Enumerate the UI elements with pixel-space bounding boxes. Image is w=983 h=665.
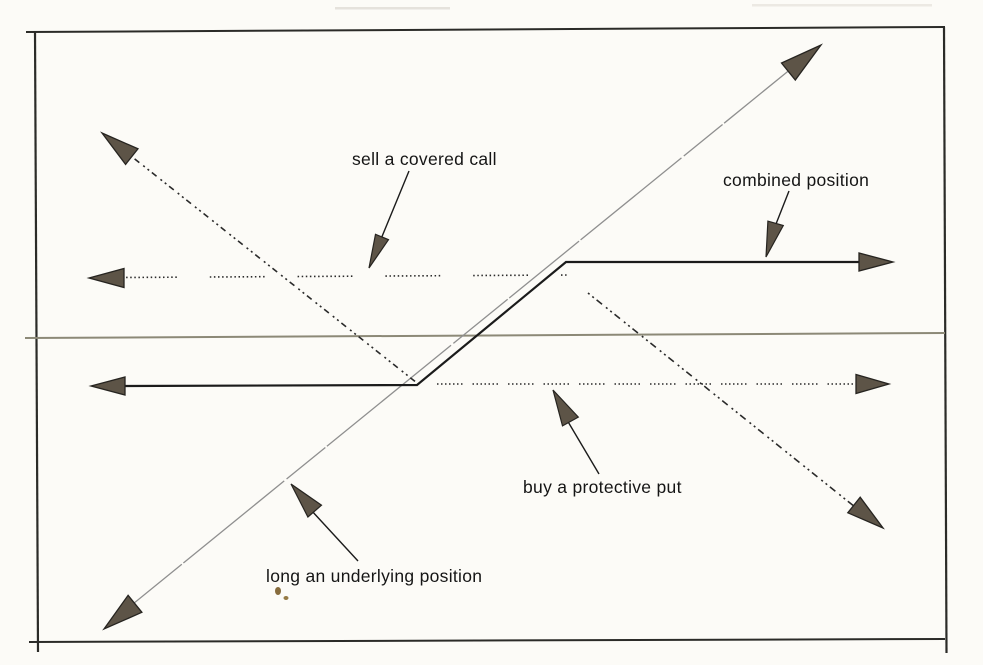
frame-right (942, 26, 948, 654)
combined-position-arrowhead-left (88, 376, 126, 396)
covered-call-arrowhead-left (86, 267, 125, 289)
covered-call-arrowhead-bottom-right (846, 496, 885, 530)
axis-line (24, 332, 946, 339)
label-combined-position: combined position (723, 170, 870, 190)
frame-top (25, 26, 946, 33)
ink-speck (275, 587, 281, 595)
scan-smudge (752, 4, 932, 7)
combined-position-leader-arrowhead (765, 220, 785, 258)
long-underlying-leader-line (310, 509, 359, 562)
combined-position-line (119, 260, 861, 388)
scan-smudge (335, 7, 450, 10)
label-sell-covered-call: sell a covered call (352, 149, 497, 169)
buy-protective-put-leader-line (566, 419, 600, 475)
protective-put-arrowhead-top-left (99, 131, 140, 166)
ink-speck (283, 596, 289, 600)
combined-position-leader-line (775, 190, 790, 225)
combined-position-arrowhead-right (858, 252, 896, 272)
long-underlying-arrowhead-bottom-left (102, 594, 143, 631)
frame-bottom (28, 638, 946, 643)
long-underlying-leader-arrowhead (290, 483, 323, 518)
label-buy-protective-put: buy a protective put (523, 477, 682, 497)
label-long-underlying-position: long an underlying position (266, 566, 483, 586)
long-underlying-arrowhead-top-right (780, 43, 824, 82)
sell-covered-call-leader-line (380, 170, 410, 240)
sell-covered-call-leader-arrowhead (368, 233, 390, 269)
protective-put-diagonal-line (125, 151, 418, 384)
long-underlying-line (111, 67, 793, 622)
frame-left (33, 30, 40, 653)
covered-call-flat-line (121, 274, 569, 279)
protective-put-arrowhead-right (855, 373, 892, 395)
buy-protective-put-leader-arrowhead (552, 389, 580, 427)
covered-call-diagonal-line (587, 292, 856, 508)
